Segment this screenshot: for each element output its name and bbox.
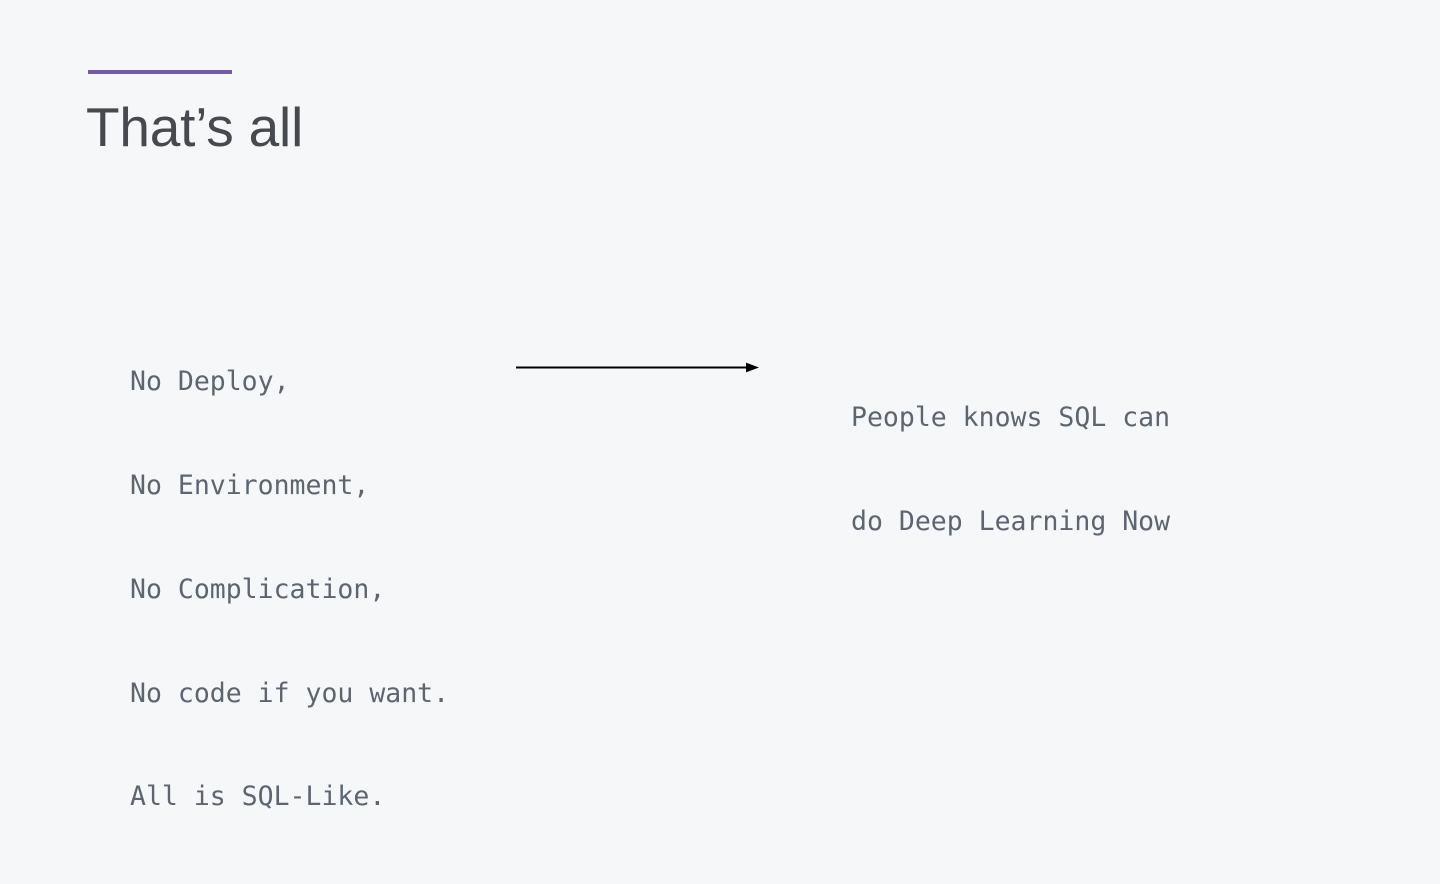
list-item: No Deploy, (130, 366, 290, 398)
slide-canvas: That’s all No Deploy, No Environment, No… (86, 70, 1170, 812)
left-text-block: No Deploy, No Environment, No Complicati… (130, 296, 449, 884)
list-item: People knows SQL can (851, 402, 1171, 434)
list-item: All is SQL-Like. (130, 781, 386, 813)
list-item: No Environment, (130, 469, 370, 501)
list-item: do Deep Learning Now (851, 505, 1171, 537)
list-item: No Complication, (130, 573, 386, 605)
list-item: No code if you want. (130, 677, 450, 709)
right-text-block: People knows SQL can do Deep Learning No… (851, 332, 1170, 609)
page-title: That’s all (86, 96, 304, 158)
arrow-right-icon (514, 355, 764, 381)
title-accent-bar (88, 70, 232, 74)
